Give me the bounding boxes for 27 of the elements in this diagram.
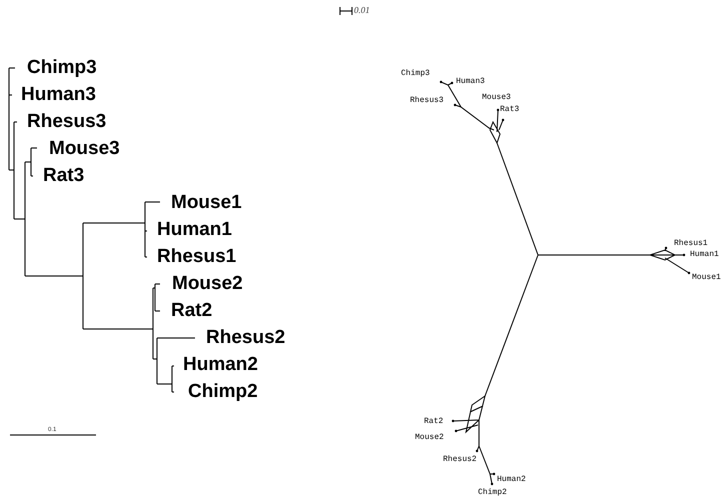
taxon-label: Mouse1 (692, 274, 721, 282)
taxon-label: Mouse1 (171, 193, 242, 212)
taxon-label: Mouse3 (482, 94, 511, 102)
taxon-label: Chimp2 (188, 382, 258, 401)
taxon-label: Mouse2 (172, 274, 243, 293)
taxon-label: Rat3 (500, 106, 520, 114)
scale-label: 0.01 (354, 6, 370, 15)
taxon-label: Human1 (690, 251, 719, 259)
taxon-label: Rhesus2 (443, 456, 477, 464)
taxon-label: Rhesus3 (410, 97, 444, 105)
taxon-label: Mouse3 (49, 139, 120, 158)
taxon-label: Rat2 (424, 418, 444, 426)
taxon-label: Rhesus1 (157, 247, 236, 266)
taxon-label: Chimp3 (401, 70, 430, 78)
taxon-label: Rhesus1 (674, 240, 708, 248)
taxon-label: Rhesus3 (27, 112, 106, 131)
taxon-label: Human1 (157, 220, 232, 239)
taxon-label: Rat3 (43, 166, 84, 185)
taxon-label: Chimp2 (478, 489, 507, 497)
taxon-label: Human2 (183, 355, 258, 374)
taxon-label: Rat2 (171, 301, 212, 320)
taxon-label: Human2 (497, 476, 526, 484)
taxon-label: Rhesus2 (206, 328, 286, 347)
taxon-label: Human3 (456, 78, 485, 86)
taxon-label: Mouse2 (415, 434, 444, 442)
taxon-label: Chimp3 (27, 58, 97, 77)
taxon-label: Human3 (21, 85, 96, 104)
